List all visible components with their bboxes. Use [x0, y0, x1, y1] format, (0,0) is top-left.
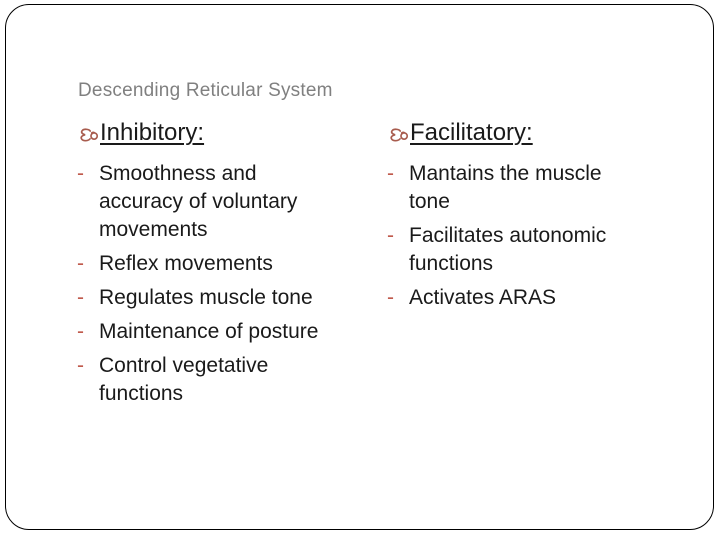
- dash-bullet: -: [387, 224, 394, 247]
- list-item: -Activates ARAS: [385, 284, 642, 312]
- inhibitory-list: -Smoothness and accuracy of voluntary mo…: [75, 160, 385, 408]
- facilitatory-list: -Mantains the muscle tone-Facilitates au…: [385, 160, 685, 312]
- column-inhibitory: Inhibitory: -Smoothness and accuracy of …: [75, 118, 385, 414]
- list-item: -Maintenance of posture: [75, 318, 332, 346]
- ornament-curl-icon: [385, 124, 410, 143]
- dash-bullet: -: [387, 286, 394, 309]
- list-item-text: Smoothness and accuracy of voluntary mov…: [99, 162, 298, 241]
- ornament-curl-icon: [75, 124, 100, 143]
- column-header: Inhibitory:: [75, 118, 385, 148]
- dash-bullet: -: [77, 320, 84, 343]
- column-header: Facilitatory:: [385, 118, 685, 148]
- list-item: -Regulates muscle tone: [75, 284, 332, 312]
- dash-bullet: -: [77, 252, 84, 275]
- list-item: -Control vegetative functions: [75, 352, 332, 408]
- list-item-text: Regulates muscle tone: [99, 286, 313, 309]
- dash-bullet: -: [77, 354, 84, 377]
- list-item-text: Mantains the muscle tone: [409, 162, 602, 213]
- list-item-text: Activates ARAS: [409, 286, 557, 309]
- list-item-text: Reflex movements: [99, 252, 273, 275]
- dash-bullet: -: [77, 286, 84, 309]
- list-item-text: Facilitates autonomic functions: [409, 224, 607, 275]
- column-header-label: Facilitatory:: [410, 119, 533, 146]
- list-item: -Reflex movements: [75, 250, 332, 278]
- dash-bullet: -: [387, 162, 394, 185]
- column-facilitatory: Facilitatory: -Mantains the muscle tone-…: [385, 118, 685, 414]
- list-item-text: Control vegetative functions: [99, 354, 269, 405]
- content-columns: Inhibitory: -Smoothness and accuracy of …: [75, 118, 695, 414]
- list-item-text: Maintenance of posture: [99, 320, 319, 343]
- slide-title: Descending Reticular System: [78, 80, 333, 101]
- list-item: -Facilitates autonomic functions: [385, 222, 642, 278]
- column-header-label: Inhibitory:: [100, 119, 205, 146]
- dash-bullet: -: [77, 162, 84, 185]
- list-item: -Smoothness and accuracy of voluntary mo…: [75, 160, 332, 244]
- list-item: -Mantains the muscle tone: [385, 160, 642, 216]
